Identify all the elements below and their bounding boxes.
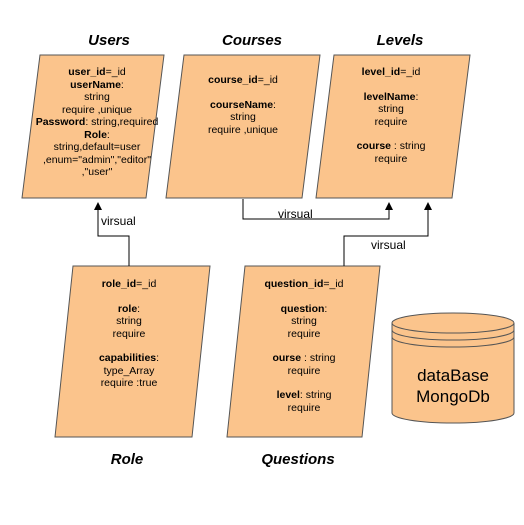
field-line: capabilities: — [98, 352, 160, 364]
field-line: type_Array — [103, 364, 155, 377]
field-line: ourse : string — [272, 352, 336, 364]
field-line: require — [112, 327, 146, 340]
field-line: Role: — [84, 128, 110, 141]
field-line: require — [287, 401, 321, 414]
field-line: courseName: — [210, 98, 276, 111]
database-label-line2: MongoDb — [416, 387, 490, 406]
field-line: require — [374, 115, 408, 128]
role-entity-shape[interactable] — [54, 265, 211, 438]
database-cylinder-icon[interactable] — [391, 312, 515, 424]
field-line: require ,unique — [207, 123, 279, 136]
levels-entity-shape[interactable] — [315, 54, 471, 199]
field-line: string — [291, 315, 317, 327]
field-line: require ,unique — [61, 103, 133, 116]
courses-levels-relation-label: virsual — [278, 207, 313, 221]
field-line: require — [287, 364, 321, 377]
field-line: ,enum="admin","editor" — [42, 153, 151, 166]
field-line: string,default=user — [53, 141, 141, 153]
levels-title: Levels — [376, 32, 424, 49]
field-line: require :true — [100, 377, 158, 389]
courses-title: Courses — [221, 32, 283, 49]
field-line: question: — [280, 302, 328, 315]
role-fields: role_id=_id role: string require capabil… — [64, 278, 194, 390]
field-line: string — [378, 103, 404, 115]
field-line: Password: string,required — [35, 116, 159, 128]
field-line: require — [374, 152, 408, 165]
role-users-relation-label: virsual — [101, 214, 136, 228]
field-line: course_id=_id — [208, 74, 278, 86]
courses-fields: course_id=_id courseName: string require… — [178, 74, 308, 136]
database-label-line1: dataBase — [417, 366, 489, 385]
questions-levels-relation-label: virsual — [371, 238, 406, 252]
users-title: Users — [88, 32, 130, 49]
questions-entity-shape[interactable] — [226, 265, 381, 438]
field-line: level: string — [276, 389, 332, 401]
field-line: string — [116, 315, 142, 327]
field-line: user_id=_id — [68, 66, 126, 78]
courses-to-levels-connector[interactable] — [242, 199, 393, 220]
field-line: course : string — [356, 140, 426, 152]
field-line: string — [84, 91, 110, 103]
field-line: question_id=_id — [264, 278, 344, 290]
field-line: userName: — [70, 78, 124, 91]
field-line: levelName: — [363, 90, 419, 103]
database-label: dataBase MongoDb — [393, 365, 513, 407]
role-title: Role — [110, 451, 144, 468]
questions-title: Questions — [261, 451, 335, 468]
field-line: level_id=_id — [361, 66, 421, 78]
field-line: role: — [117, 302, 141, 315]
questions-fields: question_id=_id question: string require… — [239, 278, 369, 414]
field-line: ,"user" — [81, 166, 113, 178]
users-entity-shape[interactable] — [21, 54, 165, 199]
field-line: role_id=_id — [101, 278, 157, 290]
levels-fields: level_id=_id levelName: string require c… — [326, 66, 456, 165]
courses-entity-shape[interactable] — [165, 54, 321, 199]
field-line: require — [287, 327, 321, 340]
users-fields: user_id=_id userName: string require ,un… — [27, 66, 167, 179]
role-to-users-connector[interactable] — [94, 202, 130, 266]
field-line: string — [230, 111, 256, 123]
questions-to-levels-connector[interactable] — [343, 202, 432, 266]
